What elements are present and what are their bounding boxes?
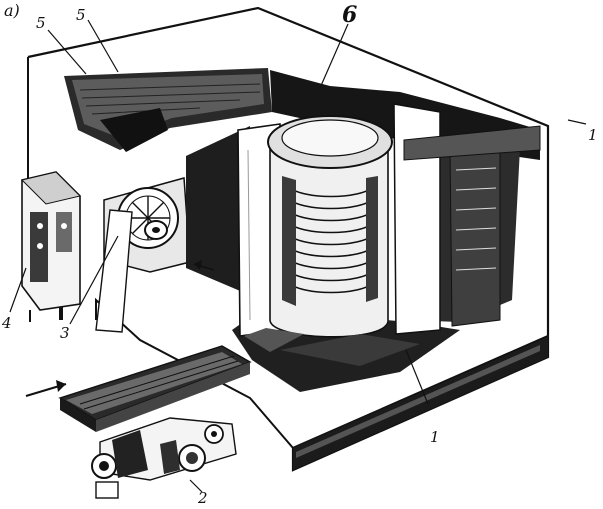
callout-4: 4	[1, 314, 12, 332]
callout-1-bottom: 1	[430, 428, 440, 446]
rotating-drum	[267, 115, 393, 338]
leader-lines	[9, 19, 587, 493]
housing	[27, 6, 550, 472]
right-shelves	[393, 103, 541, 335]
control-cabinet	[21, 171, 81, 322]
flow-arrows	[25, 260, 215, 397]
callout-5: 5	[36, 14, 46, 32]
floor-tray	[244, 328, 420, 366]
inlet-conveyor	[58, 345, 252, 432]
drive-motor	[91, 417, 237, 499]
callout-2: 2	[197, 489, 208, 507]
callout-7: 6	[342, 2, 357, 28]
callout-1-top: 1	[588, 126, 598, 144]
blower-unit	[95, 177, 191, 333]
panel-label: а)	[4, 1, 20, 20]
callout-6: 5	[76, 6, 86, 24]
callout-3: 3	[60, 324, 70, 342]
top-compartment	[64, 68, 272, 152]
